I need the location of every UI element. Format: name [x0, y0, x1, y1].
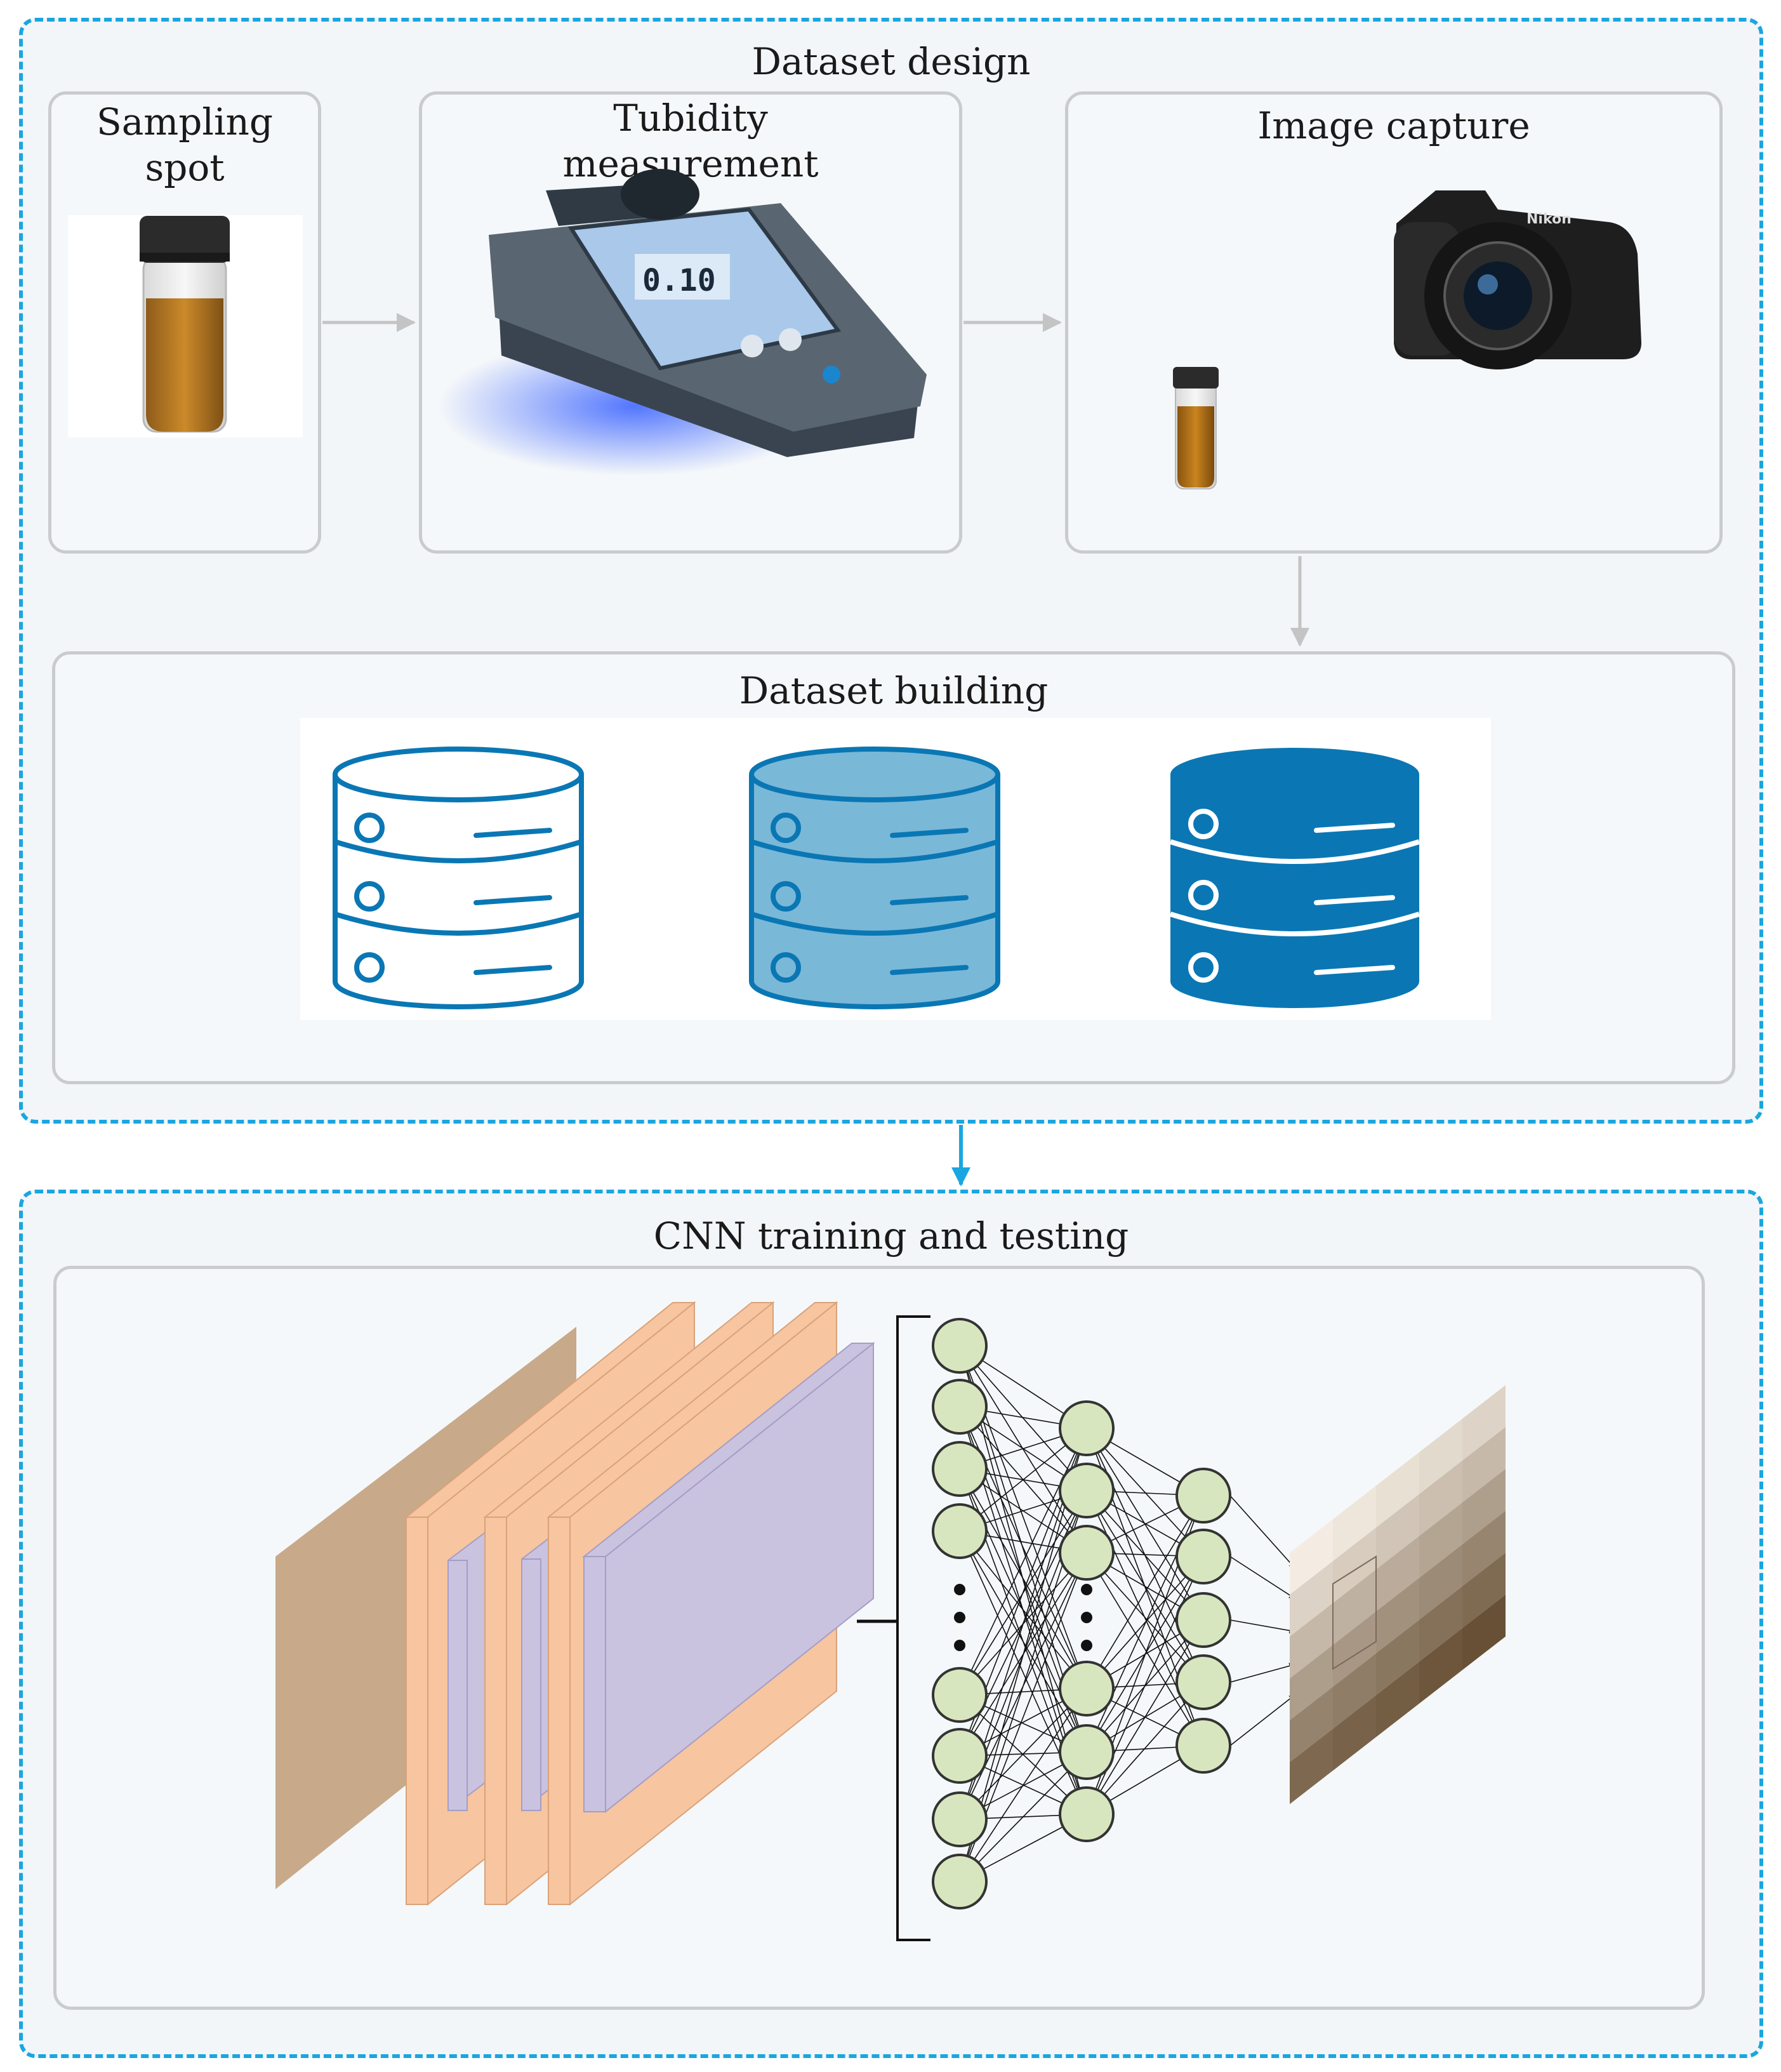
camera-icon: Nikon — [1394, 190, 1641, 369]
output-grid-cell — [1333, 1653, 1376, 1729]
database-icon-light — [749, 747, 1000, 1009]
output-grid-cell — [1462, 1469, 1506, 1544]
turbidimeter-icon: 0.10 — [438, 169, 927, 476]
output-grid-cell — [1419, 1544, 1462, 1620]
fc-bracket — [896, 1315, 930, 1941]
output-grid-cell — [1290, 1687, 1333, 1762]
nn-neuron — [1059, 1525, 1115, 1581]
output-grid-cell — [1376, 1619, 1419, 1696]
nn-neuron — [1175, 1718, 1231, 1774]
camera-brand-text: Nikon — [1526, 211, 1572, 227]
output-grid-cell — [1376, 1661, 1419, 1737]
output-grid-cell — [1376, 1536, 1419, 1612]
dataset-design-title: Dataset design — [751, 40, 1031, 83]
output-grid-cell — [1333, 1527, 1376, 1604]
output-grid-cell — [1419, 1502, 1462, 1578]
output-grid-cell — [1290, 1561, 1333, 1637]
nn-output-arrow — [1229, 1694, 1295, 1746]
nn-neuron — [1059, 1661, 1115, 1717]
nn-ellipsis-dots — [954, 1584, 1092, 1651]
nn-neuron — [932, 1791, 988, 1847]
nn-output-arrow — [1229, 1556, 1295, 1599]
output-turbidity-color-grid — [1290, 1385, 1506, 1804]
output-grid-cell — [1333, 1611, 1376, 1687]
output-grid-cell — [1333, 1569, 1376, 1645]
output-grid-cell — [1462, 1553, 1506, 1628]
sampling-spot-label-line1: Sampling — [96, 100, 274, 143]
output-grid-cell — [1290, 1645, 1333, 1720]
output-grid-cell — [1462, 1385, 1506, 1461]
nn-output-arrow — [1229, 1663, 1295, 1683]
nn-neuron — [932, 1318, 988, 1374]
nn-neuron — [1059, 1463, 1115, 1518]
output-grid-cell — [1419, 1460, 1462, 1536]
conv-layer-3 — [546, 1301, 875, 1906]
nn-neuron — [932, 1667, 988, 1723]
nn-neuron — [1175, 1468, 1231, 1524]
output-grid-cell — [1462, 1427, 1506, 1503]
image-capture-label: Image capture — [1257, 104, 1530, 147]
nn-neuron — [1175, 1592, 1231, 1648]
turbidity-label-line2: measurement — [562, 142, 819, 185]
output-grid-cell — [1462, 1595, 1506, 1670]
output-grid-cell — [1290, 1519, 1333, 1595]
nn-neuron — [932, 1854, 988, 1909]
nn-neuron — [1175, 1654, 1231, 1710]
output-grid-cell — [1290, 1603, 1333, 1678]
nn-neuron — [1059, 1400, 1115, 1456]
nn-output-arrow — [1229, 1495, 1295, 1569]
database-icon-filled — [1169, 748, 1420, 1008]
output-grid-cell — [1333, 1695, 1376, 1771]
nn-neurons — [932, 1318, 1231, 1909]
output-grid-cell — [1376, 1494, 1419, 1570]
cnn-title: CNN training and testing — [653, 1214, 1129, 1258]
meter-reading: 0.10 — [642, 263, 716, 298]
output-grid-cell — [1376, 1452, 1419, 1528]
output-grid-cell — [1290, 1729, 1333, 1804]
nn-neuron — [1059, 1724, 1115, 1780]
nn-neuron — [1059, 1786, 1115, 1842]
nn-neuron — [1175, 1529, 1231, 1584]
nn-output-arrow — [1229, 1619, 1295, 1634]
sample-vial-icon — [140, 216, 230, 433]
database-icon-outline — [333, 747, 584, 1009]
dataset-building-title: Dataset building — [739, 669, 1049, 712]
turbidity-label-line1: Tubidity — [613, 96, 768, 140]
output-grid-highlight — [1332, 1555, 1377, 1670]
nn-neuron — [932, 1379, 988, 1435]
output-grid-cell — [1419, 1628, 1462, 1704]
nn-neuron — [932, 1728, 988, 1784]
output-grid-cell — [1333, 1485, 1376, 1562]
sampling-spot-label-line2: spot — [145, 146, 225, 189]
nn-connections — [959, 1345, 1295, 1882]
output-grid-cell — [1376, 1577, 1419, 1654]
output-grid-cell — [1462, 1511, 1506, 1586]
output-grid-cell — [1419, 1586, 1462, 1662]
output-grid-cell — [1419, 1418, 1462, 1494]
small-vial-icon — [1173, 367, 1219, 489]
nn-neuron — [932, 1441, 988, 1497]
nn-neuron — [932, 1503, 988, 1559]
